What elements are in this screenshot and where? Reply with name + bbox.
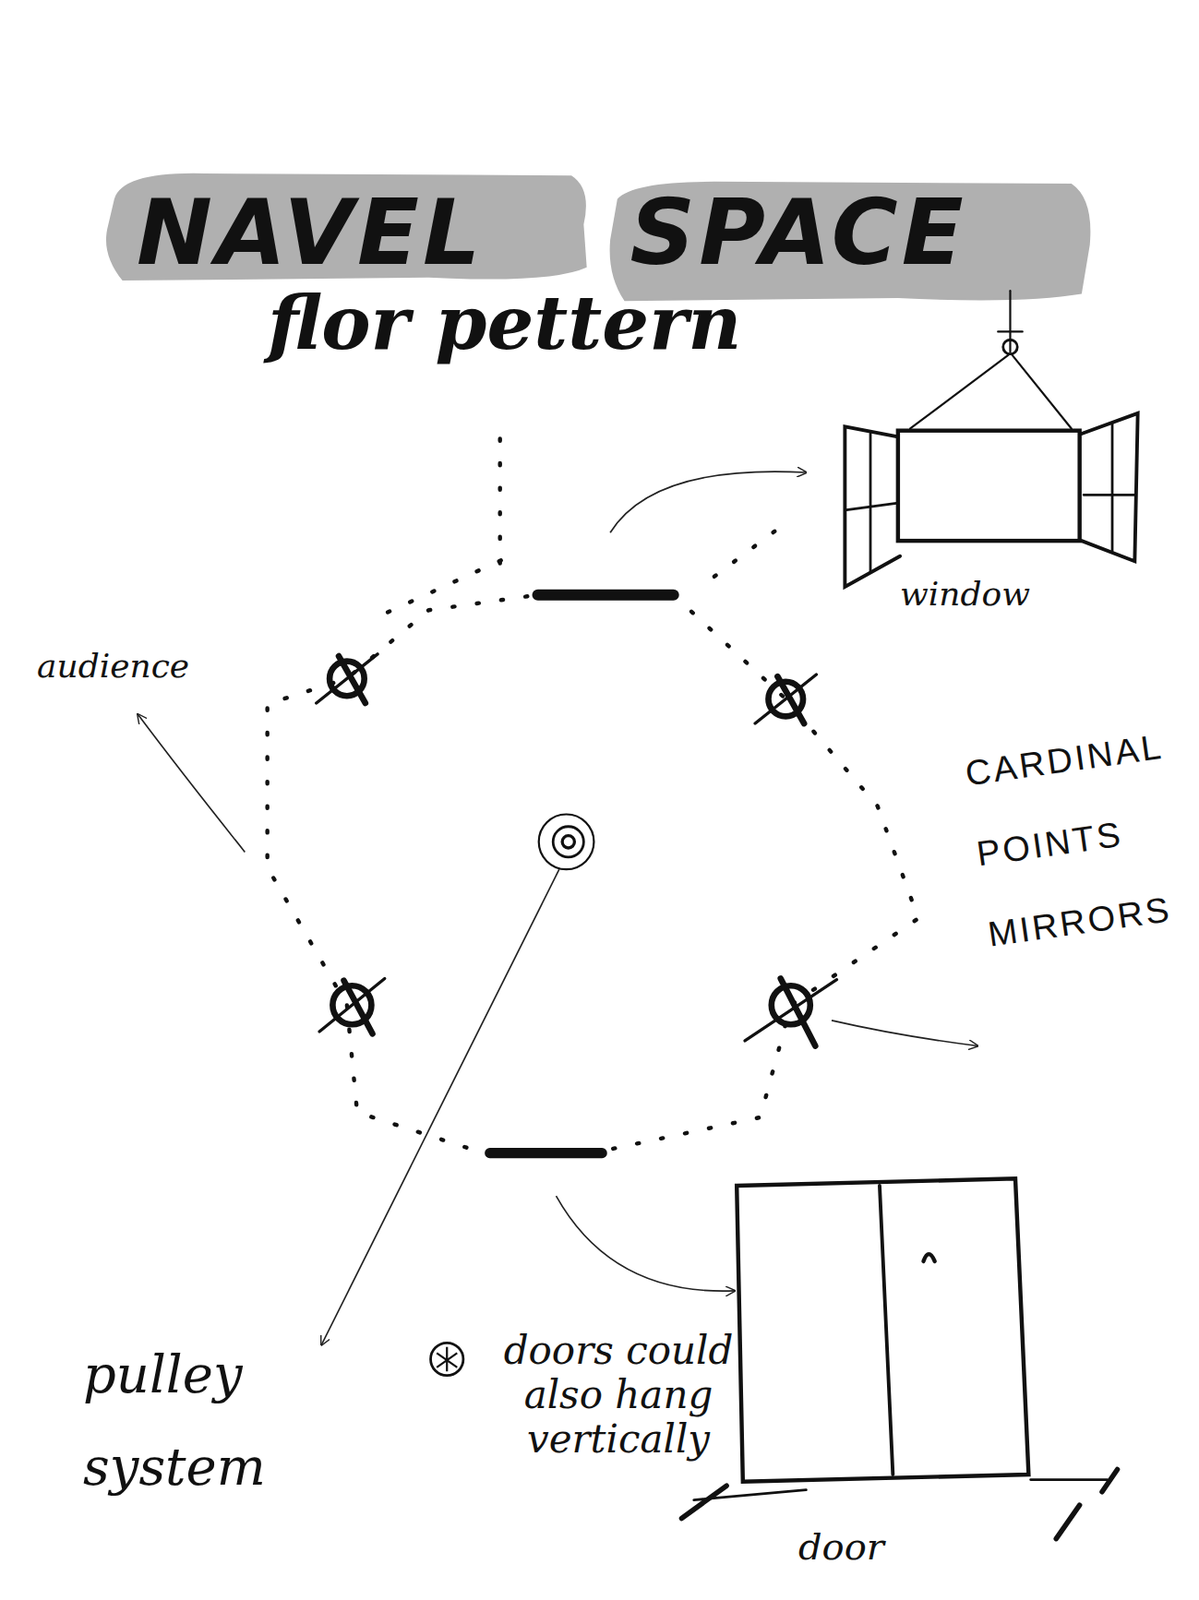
floor-line xyxy=(694,1480,1108,1501)
door-handle xyxy=(923,1254,936,1262)
floor-mark xyxy=(681,1469,1117,1539)
leader-line xyxy=(321,869,560,1345)
mirror-mark xyxy=(755,674,816,724)
hanging-wire xyxy=(910,355,1072,430)
door-frame xyxy=(736,1178,1029,1482)
title-text: NAVEL SPACE xyxy=(136,177,968,288)
door-split xyxy=(879,1186,893,1475)
mirror-mark xyxy=(316,654,378,704)
pulley-inner xyxy=(552,827,584,858)
mirror-slash xyxy=(344,981,373,1035)
star-lines xyxy=(436,1347,457,1373)
hook xyxy=(997,330,1023,333)
mirror-mark xyxy=(319,979,385,1035)
pulley-hub xyxy=(562,836,575,849)
window-shutter xyxy=(1081,413,1139,562)
mirror-slash xyxy=(777,676,804,724)
window-illustration xyxy=(844,290,1138,588)
audience-label: audience xyxy=(36,646,190,687)
mirrors-note: CARDINAL POINTS MIRRORS xyxy=(959,704,1199,975)
hook-line xyxy=(1008,290,1011,352)
window-pane xyxy=(844,433,898,572)
window-pane xyxy=(1083,423,1135,552)
dotted-path xyxy=(601,595,919,1152)
star-symbol xyxy=(431,1342,464,1376)
floor-pattern xyxy=(267,439,919,1156)
star-circle xyxy=(431,1342,464,1376)
cardinal-marks xyxy=(316,654,838,1047)
door-bar xyxy=(538,589,674,601)
door-label: door xyxy=(798,1524,885,1570)
doors-note: doors could also hang vertically xyxy=(466,1329,771,1463)
leader-line xyxy=(610,471,806,533)
leader-line xyxy=(831,1020,978,1047)
window-shutter xyxy=(844,426,900,588)
mirror-slash xyxy=(780,979,816,1047)
mirror-slash xyxy=(319,979,385,1033)
door-illustration xyxy=(681,1178,1117,1539)
leader-line xyxy=(556,1196,735,1292)
window-label: window xyxy=(899,574,1031,615)
door-bar xyxy=(490,1148,603,1159)
leader-line xyxy=(137,714,245,852)
subtitle-text: flor pettern xyxy=(267,276,742,370)
dotted-path xyxy=(714,530,776,577)
pulley-symbol xyxy=(539,814,595,870)
mirror-slash xyxy=(744,980,837,1042)
mirror-slash xyxy=(755,674,816,724)
hook xyxy=(1003,339,1018,354)
pulley-outer xyxy=(539,814,595,870)
mirror-slash xyxy=(316,654,378,704)
mirror-slash xyxy=(338,656,366,704)
mirror-mark xyxy=(744,979,837,1047)
dotted-path xyxy=(387,556,511,613)
dotted-path xyxy=(267,595,539,1156)
dotted-path xyxy=(497,439,502,577)
window-frame xyxy=(898,431,1080,541)
pulley-label: pulley system xyxy=(83,1329,305,1514)
